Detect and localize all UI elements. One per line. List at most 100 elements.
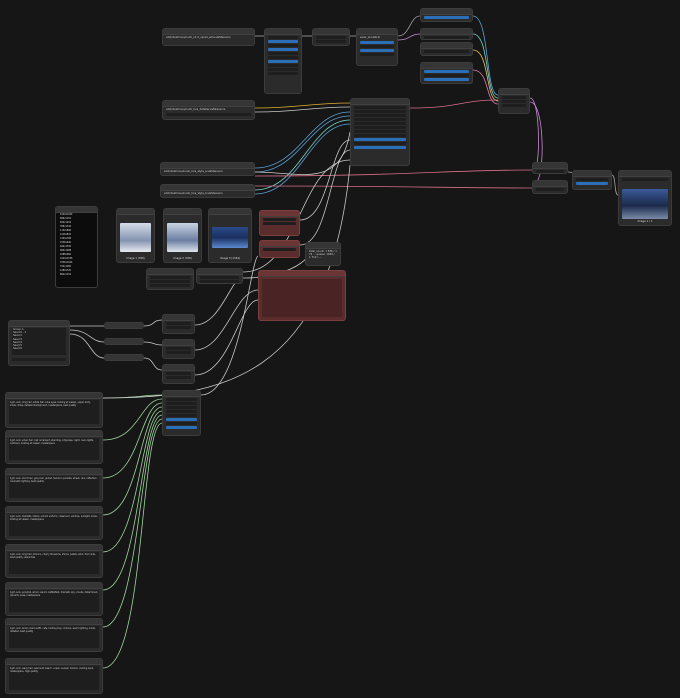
model-settings-node[interactable] xyxy=(264,28,302,94)
encode-a-value[interactable]: sdxl/illustrious/noob_lora_style_a.safet… xyxy=(164,170,223,173)
node-field[interactable] xyxy=(424,74,469,77)
node-field[interactable] xyxy=(354,130,406,133)
settings-field[interactable] xyxy=(268,36,298,39)
node-field[interactable] xyxy=(354,138,406,141)
node-field[interactable] xyxy=(424,50,469,53)
settings-field[interactable] xyxy=(268,60,298,63)
node-field[interactable] xyxy=(166,410,197,413)
sampler-field[interactable] xyxy=(360,45,394,49)
wildcard-seed[interactable] xyxy=(12,358,66,361)
vae-field[interactable] xyxy=(316,40,346,43)
decode-node[interactable] xyxy=(572,170,612,190)
node-field[interactable] xyxy=(166,322,191,325)
ksampler-node[interactable] xyxy=(350,98,410,166)
prompt-text[interactable]: 1girl, solo, long hair, white hair, blue… xyxy=(9,400,99,424)
concat-node-1[interactable] xyxy=(162,314,195,334)
node-field[interactable] xyxy=(354,146,406,149)
node-field[interactable] xyxy=(166,398,197,401)
settings-field[interactable] xyxy=(268,40,298,43)
node-field[interactable] xyxy=(354,126,406,129)
settings-field[interactable] xyxy=(268,44,298,47)
settings-field[interactable] xyxy=(268,56,298,59)
node-field[interactable] xyxy=(536,188,564,191)
preview-image-node-3[interactable]: Image 3 (1344) xyxy=(208,208,252,263)
prompt-text[interactable]: 1girl, solo, short hair, grey hair, jack… xyxy=(9,476,99,498)
vae-field[interactable] xyxy=(316,36,346,39)
node-field[interactable] xyxy=(150,276,190,279)
prompt-node-1[interactable]: 1girl, solo, long hair, white hair, blue… xyxy=(5,392,103,428)
node-field[interactable] xyxy=(354,134,406,137)
sampler-field[interactable] xyxy=(360,49,394,53)
node-field[interactable] xyxy=(576,178,608,181)
input-node-3[interactable] xyxy=(104,354,144,361)
node-field[interactable] xyxy=(166,426,197,429)
node-field[interactable] xyxy=(354,122,406,125)
prompt-text[interactable]: 1girl, solo, long hair, kimono, cherry b… xyxy=(9,552,99,574)
node-field[interactable] xyxy=(200,280,239,283)
node-field[interactable] xyxy=(150,280,190,283)
upscale-node-1[interactable] xyxy=(532,162,568,174)
prompt-text[interactable]: 1girl, solo, braid, maid outfit, cafe, h… xyxy=(9,626,99,648)
prompt-text[interactable]: 1girl, solo, silver hair, hair ornament,… xyxy=(9,438,99,460)
sampler-field[interactable] xyxy=(360,41,394,45)
encode-b-value[interactable]: sdxl/illustrious/noob_lora_style_b.safet… xyxy=(164,192,223,195)
lora-name[interactable]: sdxl/illustrious/noob_lora_detailer.safe… xyxy=(166,108,226,111)
sampler-settings-node[interactable]: euler_ancestral xyxy=(356,28,398,66)
node-field[interactable] xyxy=(424,70,469,73)
concat-node-2[interactable] xyxy=(162,339,195,359)
load-checkpoint-node[interactable]: sdxl/illustrious/noob_v1.0_vpred_ema.saf… xyxy=(162,28,255,46)
sampler-name[interactable]: euler_ancestral xyxy=(360,36,380,39)
show-text-node[interactable]: total_count: 1 536 / 1 72 ... queue: 144… xyxy=(305,242,341,266)
prompt-text[interactable]: 1girl, solo, wavy hair, swimsuit, beach,… xyxy=(9,666,99,690)
input-node-2[interactable] xyxy=(104,338,144,345)
top-right-node-2[interactable] xyxy=(420,28,473,40)
top-right-node-3[interactable] xyxy=(420,42,473,56)
upscale-node-2[interactable] xyxy=(532,180,568,194)
concat-node-3[interactable] xyxy=(162,364,195,384)
node-field[interactable] xyxy=(502,96,526,99)
batch-settings-node[interactable] xyxy=(146,268,194,290)
vae-node[interactable] xyxy=(312,28,350,46)
node-field[interactable] xyxy=(166,418,197,421)
sampler-field[interactable] xyxy=(360,53,394,57)
top-right-node-1[interactable] xyxy=(420,8,473,22)
node-field[interactable] xyxy=(166,414,197,417)
model-merge-node[interactable] xyxy=(498,88,530,114)
node-field[interactable] xyxy=(354,106,406,109)
text-encode-b-node[interactable]: sdxl/illustrious/noob_lora_style_b.safet… xyxy=(160,184,255,198)
prompt-text[interactable]: 1girl, solo, ponytail, armor, sword, bat… xyxy=(9,590,99,612)
error-large-node[interactable] xyxy=(258,270,346,321)
settings-field[interactable] xyxy=(268,52,298,55)
text-encode-a-node[interactable]: sdxl/illustrious/noob_lora_style_a.safet… xyxy=(160,162,255,176)
node-field[interactable] xyxy=(263,218,296,221)
prompt-node-5[interactable]: 1girl, solo, long hair, kimono, cherry b… xyxy=(5,544,103,578)
top-right-node-4[interactable] xyxy=(420,62,473,84)
settings-field[interactable] xyxy=(268,64,298,67)
string-node[interactable] xyxy=(196,268,243,284)
node-field[interactable] xyxy=(166,402,197,405)
prompt-combiner-node[interactable] xyxy=(162,390,201,436)
node-field[interactable] xyxy=(166,372,191,375)
node-field[interactable] xyxy=(263,222,296,225)
prompt-node-3[interactable]: 1girl, solo, short hair, grey hair, jack… xyxy=(5,468,103,502)
lora-strength[interactable] xyxy=(166,113,251,117)
node-field[interactable] xyxy=(502,104,526,107)
prompt-text[interactable]: 1girl, solo, twintails, ribbon, school u… xyxy=(9,514,99,536)
error-node-2[interactable] xyxy=(259,240,300,258)
node-field[interactable] xyxy=(166,326,191,329)
prompt-node-8[interactable]: 1girl, solo, wavy hair, swimsuit, beach,… xyxy=(5,658,103,694)
settings-field[interactable] xyxy=(268,68,298,71)
node-field[interactable] xyxy=(354,142,406,145)
checkpoint-name[interactable]: sdxl/illustrious/noob_v1.0_vpred_ema.saf… xyxy=(166,36,231,39)
error-node-1[interactable] xyxy=(259,210,300,236)
node-field[interactable] xyxy=(166,406,197,409)
node-field[interactable] xyxy=(424,16,469,19)
prompt-node-4[interactable]: 1girl, solo, twintails, ribbon, school u… xyxy=(5,506,103,540)
node-field[interactable] xyxy=(166,422,197,425)
node-field[interactable] xyxy=(166,376,191,379)
node-field[interactable] xyxy=(166,351,191,354)
prompt-node-7[interactable]: 1girl, solo, braid, maid outfit, cafe, h… xyxy=(5,618,103,652)
prompt-node-2[interactable]: 1girl, solo, silver hair, hair ornament,… xyxy=(5,430,103,464)
